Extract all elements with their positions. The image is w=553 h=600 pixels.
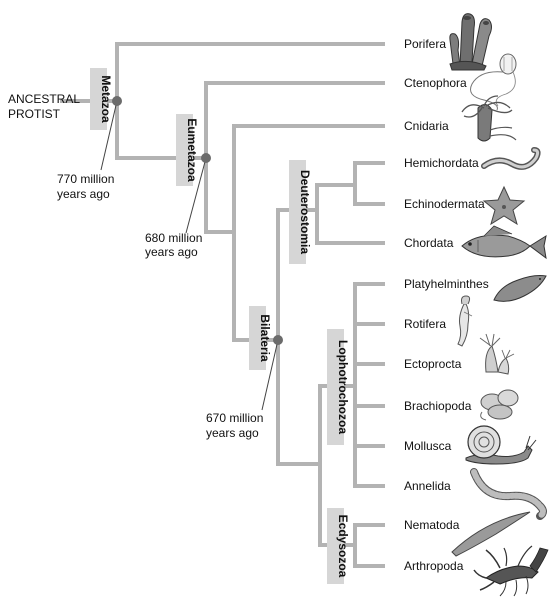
taxon-label-platyhelminthes: Platyhelminthes [404,277,489,291]
taxon-label-rotifera: Rotifera [404,317,446,331]
metazoa-node [112,96,122,106]
taxon-label-ctenophora: Ctenophora [404,76,467,90]
sponge-icon [449,13,492,71]
taxon-label-hemichordata: Hemichordata [404,156,479,170]
ecdysozoa-tag-box [327,508,344,584]
bilateria-node [273,335,283,345]
taxon-label-nematoda: Nematoda [404,518,460,532]
fish-icon [461,225,547,260]
eumetazoa-time-line-2: years ago [145,245,198,259]
taxon-label-annelida: Annelida [404,479,451,493]
root-label-line-2: PROTIST [8,107,61,121]
eumetazoa-node [201,153,211,163]
eumetazoa-tag-box [176,114,193,186]
taxon-labels: Porifera Ctenophora Cnidaria Hemichordat… [404,37,489,573]
bilateria-leader-line [261,339,279,411]
bryozoan-icon [479,333,515,375]
tree-branches [60,42,385,568]
ecdysozoa-label: Ecdysozoa [336,515,350,578]
metazoa-time-line-1: 770 million [57,172,114,186]
deuterostomia-tag-box [289,160,306,264]
rotifer-icon [457,295,473,347]
metazoa-tag-box [90,68,107,130]
divergence-nodes [100,96,283,411]
segmented-worm-icon [470,468,547,520]
flatworm-icon [493,275,547,302]
bilateria-label: Bilateria [258,314,272,362]
eumetazoa-leader-line [185,157,207,234]
eumetazoa-label: Eumetazoa [185,118,199,182]
roundworm-icon [451,511,531,557]
lobster-icon [473,545,549,597]
deuterostomia-label: Deuterostomia [298,170,312,254]
sea-star-icon [482,185,526,226]
snail-icon [465,425,537,465]
taxon-label-arthropoda: Arthropoda [404,559,464,573]
bilateria-time-line-2: years ago [206,426,259,440]
bilateria-tag-box [249,306,266,370]
acorn-worm-icon [481,147,541,170]
taxon-label-echinodermata: Echinodermata [404,197,485,211]
bilateria-time-line-1: 670 million [206,411,263,425]
jellyfish-icon [461,95,517,142]
lamp-shell-icon [480,389,519,421]
taxon-label-porifera: Porifera [404,37,446,51]
taxon-label-brachiopoda: Brachiopoda [404,399,472,413]
taxon-label-cnidaria: Cnidaria [404,119,449,133]
clade-tags: Metazoa Eumetazoa Bilateria Deuterostomi… [90,68,350,584]
taxon-label-mollusca: Mollusca [404,439,452,453]
metazoa-time-line-2: years ago [57,187,110,201]
comb-jelly-icon [470,53,517,111]
metazoa-leader-line [100,100,118,171]
animal-illustrations [449,13,549,597]
lophotrochozoa-tag-box [327,329,344,445]
annotations: ANCESTRAL PROTIST 770 million years ago … [8,92,263,440]
root-label-line-1: ANCESTRAL [8,92,80,106]
lophotrochozoa-label: Lophotrochozoa [336,340,350,434]
metazoa-label: Metazoa [99,75,113,123]
taxon-label-chordata: Chordata [404,236,454,250]
taxon-label-ectoprocta: Ectoprocta [404,357,462,371]
eumetazoa-time-line-1: 680 million [145,231,202,245]
